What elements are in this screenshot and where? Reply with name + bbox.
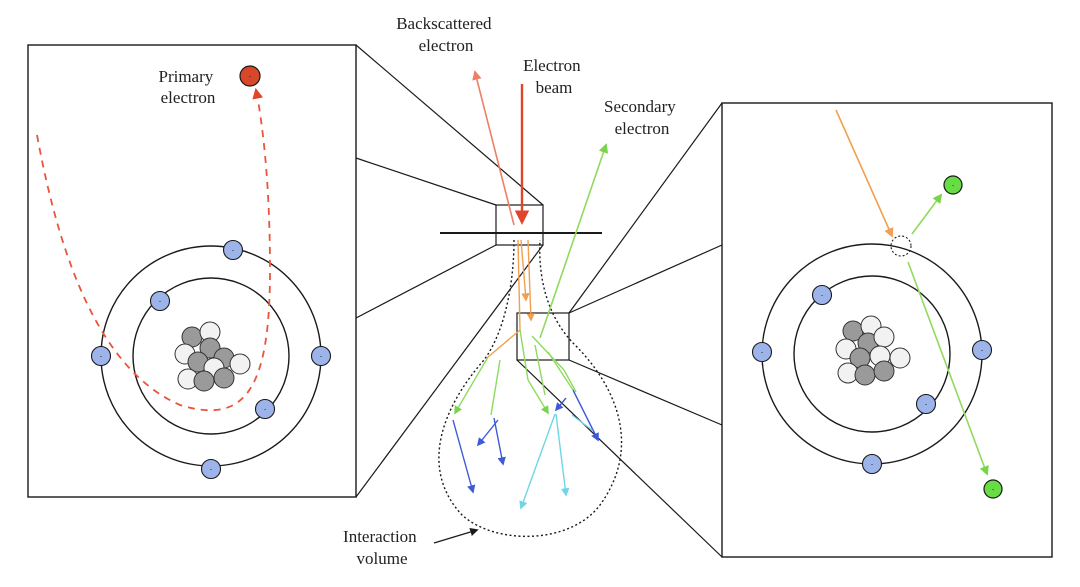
- secondary-electron-label: Secondary electron: [604, 97, 680, 138]
- orbital-electron-sign: -: [320, 353, 323, 361]
- nucleus: [174, 321, 251, 392]
- primary-electron-sign: -: [249, 73, 252, 81]
- secondary-emission-arrow: [911, 193, 943, 235]
- interaction-trajectories: [452, 239, 599, 510]
- primary-electron-dot: [239, 65, 261, 87]
- orbital-electron: [861, 453, 883, 475]
- orbital-electron-sign: -: [981, 347, 984, 355]
- primary-electron-label: Primary electron: [158, 67, 217, 107]
- scattered-primary-arrow: [907, 261, 989, 476]
- orbital-electron: [915, 393, 937, 415]
- left-atom: - - - - - -: [90, 239, 332, 480]
- orbital-electron-sign: -: [925, 401, 928, 409]
- backscattered-electron-label: Backscattered electron: [396, 14, 496, 55]
- scattered-electron-sign: -: [992, 486, 995, 494]
- orbital-electron: [971, 339, 993, 361]
- ejected-electron-vacancy: [890, 235, 912, 257]
- orbital-electron-sign: -: [264, 406, 267, 414]
- incoming-primary-arrow: [835, 109, 894, 238]
- secondary-electron-arrow: [539, 143, 609, 339]
- orbital-electron: [200, 458, 222, 480]
- electron-beam-label: Electron beam: [523, 56, 585, 97]
- orbital-electron: [149, 290, 171, 312]
- secondary-electron-dot: [943, 175, 963, 195]
- orbital-electron: [90, 345, 112, 367]
- zoom-connector-lines: [355, 44, 723, 558]
- orbital-electron-sign: -: [210, 466, 213, 474]
- left-zoom-panel: [27, 44, 357, 498]
- orbital-electron: [222, 239, 244, 261]
- orbital-electrons: - - - - - -: [90, 239, 332, 480]
- orbital-electron: [751, 341, 773, 363]
- primary-electron-path: [36, 87, 271, 412]
- secondary-electron-sign: -: [952, 182, 955, 190]
- inner-orbit: [132, 277, 290, 435]
- orbital-electron-sign: -: [159, 298, 162, 306]
- interaction-volume-label: Interaction volume: [343, 527, 421, 568]
- inner-orbit: [793, 275, 951, 433]
- orbital-electron: [310, 345, 332, 367]
- orbital-electrons: - - - - -: [751, 284, 993, 475]
- orbital-electron: [811, 284, 833, 306]
- orbital-electron-sign: -: [232, 247, 235, 255]
- orbital-electron-sign: -: [871, 461, 874, 469]
- orbital-electron-sign: -: [100, 353, 103, 361]
- scattered-electron-dot: [983, 479, 1003, 499]
- orbital-electron: [254, 398, 276, 420]
- nucleus: [835, 315, 911, 386]
- orbital-electron-sign: -: [761, 349, 764, 357]
- backscattered-electron-arrow: [472, 70, 515, 226]
- right-atom: - - - - -: [751, 243, 993, 475]
- orbital-electron-sign: -: [821, 292, 824, 300]
- subsurface-zoom-box: [516, 312, 570, 361]
- surface-zoom-box: [495, 204, 544, 246]
- interaction-volume-pointer: [433, 527, 479, 544]
